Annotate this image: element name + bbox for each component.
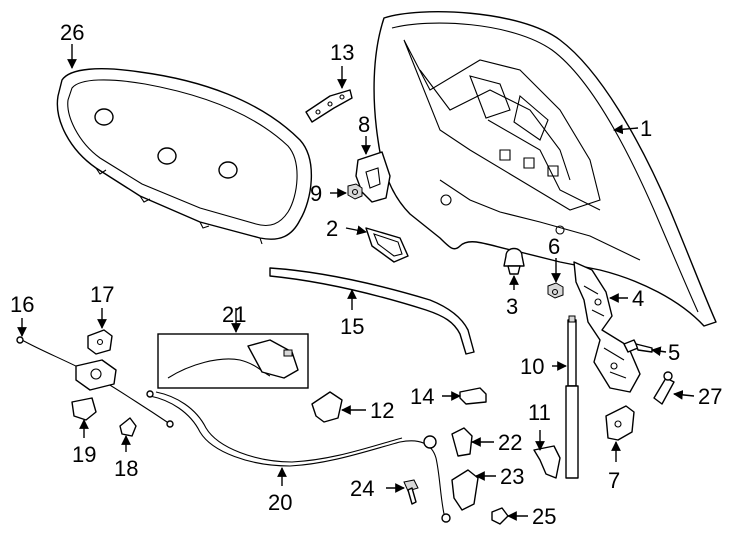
callout-19: 19 <box>72 442 96 467</box>
latch-bracket-23 <box>451 469 479 511</box>
latch-bracket <box>533 445 561 479</box>
callout-3: 3 <box>506 294 518 319</box>
callout-27: 27 <box>698 384 722 409</box>
cable-guide <box>311 391 343 423</box>
callout-8: 8 <box>358 112 370 137</box>
hood-panel <box>373 11 717 327</box>
release-handle <box>75 359 117 391</box>
nut <box>347 183 363 200</box>
hood-insulator-pad <box>56 68 312 245</box>
bumper-pad <box>365 227 409 263</box>
ball-stud <box>653 371 675 405</box>
callout-21: 21 <box>222 302 246 327</box>
support-strut <box>565 315 579 479</box>
callout-16: 16 <box>10 292 34 317</box>
callout-15: 15 <box>340 314 364 339</box>
hinge-bolt <box>623 339 653 353</box>
callout-11: 11 <box>528 400 551 425</box>
striker-bracket <box>355 151 391 203</box>
callout-26: 26 <box>60 20 84 45</box>
cable-clip <box>459 387 487 405</box>
callout-20: 20 <box>268 490 292 515</box>
bumper-stop <box>503 247 525 275</box>
callout-1: 1 <box>640 116 652 141</box>
callout-18: 18 <box>114 456 138 481</box>
hood-seal <box>269 267 475 355</box>
latch-assembly-inset <box>157 333 309 389</box>
callout-labels: 26 1 13 8 9 2 15 3 6 4 5 10 27 7 11 12 1… <box>10 20 722 529</box>
callout-5: 5 <box>668 340 680 365</box>
handle-clip <box>87 329 113 355</box>
hinge-nut <box>547 282 564 299</box>
retainer-clip <box>491 507 509 525</box>
callout-2: 2 <box>326 216 338 241</box>
callout-22: 22 <box>498 430 522 455</box>
handle-bracket <box>71 397 97 421</box>
callout-17: 17 <box>90 282 114 307</box>
cable-clip-22 <box>451 427 473 457</box>
callout-4: 4 <box>632 286 644 311</box>
callout-24: 24 <box>350 476 374 501</box>
cable-retainer <box>119 417 137 437</box>
callout-6: 6 <box>548 234 560 259</box>
callout-25: 25 <box>532 504 556 529</box>
hood-bracket <box>305 89 353 123</box>
callout-10: 10 <box>520 354 544 379</box>
callout-14: 14 <box>410 384 434 409</box>
callout-9: 9 <box>310 181 322 206</box>
callout-7: 7 <box>608 468 620 493</box>
latch-bolt <box>403 479 419 505</box>
hood-hinge <box>573 261 641 393</box>
leader-lines <box>17 44 695 521</box>
strut-bracket <box>605 405 635 441</box>
callout-13: 13 <box>330 40 354 65</box>
callout-12: 12 <box>370 398 394 423</box>
callout-23: 23 <box>500 464 524 489</box>
release-cable <box>146 390 451 523</box>
